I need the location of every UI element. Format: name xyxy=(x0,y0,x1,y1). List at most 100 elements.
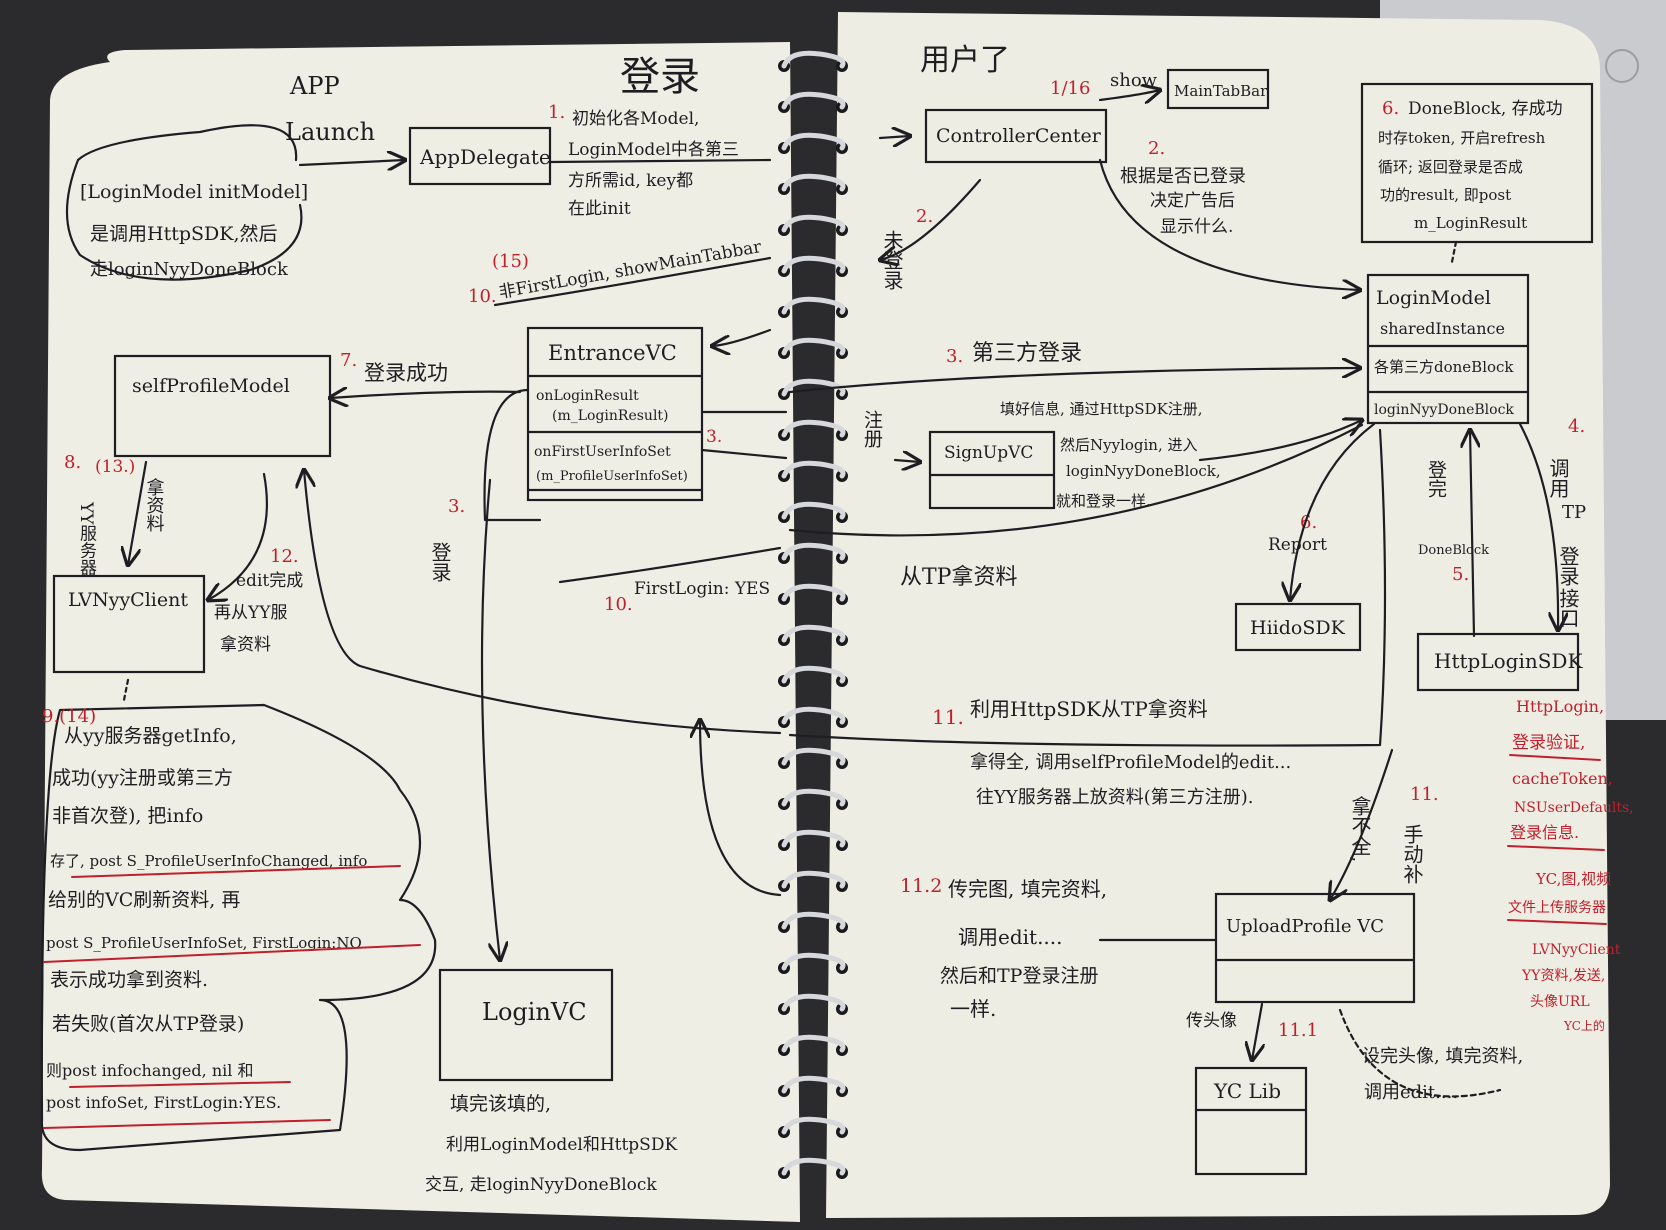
step-show-text: show xyxy=(1110,70,1158,91)
step11-text: 利用HttpSDK从TP拿资料 xyxy=(970,697,1208,721)
step7-num: 7. xyxy=(340,350,357,371)
step11-2-line-4: 一样. xyxy=(950,997,996,1021)
step12-num: 12. xyxy=(270,546,299,567)
step11-get-all-1: 拿得全, 调用selfProfileModel的edit... xyxy=(970,751,1291,773)
upload-image-side: 传头像 xyxy=(1186,1011,1237,1031)
yc-lib-box xyxy=(1194,1066,1308,1176)
spiral-ring xyxy=(781,50,846,69)
title-app: APP xyxy=(289,72,340,100)
red-note-10: 头像URL xyxy=(1530,994,1590,1010)
step9-line-3: 非首次登), 把info xyxy=(52,805,203,827)
label-launch: Launch xyxy=(285,118,375,146)
login-model-init-loop xyxy=(65,124,303,281)
spiral-ring xyxy=(781,624,846,643)
spiral-ring xyxy=(781,255,846,274)
step2-num: 2. xyxy=(1148,138,1165,159)
on-login-result-2: (m_LoginResult) xyxy=(552,408,669,424)
http-login-sdk-box xyxy=(1416,632,1580,692)
upload-profile-vc-label: UploadProfile VC xyxy=(1226,916,1384,937)
spiral-ring xyxy=(781,993,846,1012)
login-nyy-done-block-label: loginNyyDoneBlock xyxy=(1374,402,1514,418)
incomplete-side: 拿不全, xyxy=(1348,795,1372,863)
step11-2-num: 11.2 xyxy=(900,875,942,897)
spiral-ring xyxy=(781,460,846,479)
set-avatar-note-2: 调用edit.... xyxy=(1364,1082,1458,1103)
spiral-ring xyxy=(781,665,846,684)
spiral-ring xyxy=(781,1157,846,1176)
main-tab-bar-box xyxy=(1166,68,1270,110)
step4-line-2: TP xyxy=(1562,502,1586,523)
step11-get-all-2: 往YY服务器上放资料(第三方注册). xyxy=(976,787,1254,808)
red-note-2: 登录验证, xyxy=(1512,733,1585,753)
spiral-ring xyxy=(781,214,846,233)
spiral-ring xyxy=(781,173,846,192)
yc-lib-label: YC Lib xyxy=(1213,1079,1281,1103)
login-vc-note-2: 利用LoginModel和HttpSDK xyxy=(446,1135,677,1155)
step10-first-num: 10. xyxy=(604,594,633,615)
title-main: 用户了 xyxy=(920,43,1010,78)
spiral-ring xyxy=(781,337,846,356)
step6-done-line-2: 时存token, 开启refresh xyxy=(1378,129,1546,147)
done-block-label: DoneBlock xyxy=(1418,543,1489,558)
on-first-user-info-2: (m_ProfileUserInfoSet) xyxy=(536,469,688,484)
register-side: 注册 xyxy=(861,410,883,448)
spiral-ring xyxy=(781,542,846,561)
title-denglu: 登录 xyxy=(620,54,700,100)
spiral-binding xyxy=(778,50,848,1179)
step9-loop xyxy=(40,703,437,1152)
step1-line-1: 初始化各Model, xyxy=(572,109,699,129)
login-model-init-note-1: 是调用HttpSDK,然后 xyxy=(90,223,278,245)
step11-2-line-3: 然后和TP登录注册 xyxy=(940,965,1098,987)
step-show-red: 1/16 xyxy=(1050,78,1090,99)
step1-line-4: 在此init xyxy=(568,199,631,219)
step12-line-1: edit完成 xyxy=(236,571,303,591)
step4-line-4: 接口 xyxy=(1556,588,1580,628)
red-note-3: cacheToken, xyxy=(1512,769,1613,788)
step6-done-line-3: 循环; 返回登录是否成 xyxy=(1378,158,1523,176)
step5-num: 5. xyxy=(1452,564,1469,585)
hiido-sdk-label: HiidoSDK xyxy=(1250,617,1346,639)
step6-report-text: Report xyxy=(1268,535,1327,555)
red-note-5: 登录信息. xyxy=(1510,823,1579,842)
step6-done-line-5: m_LoginResult xyxy=(1414,214,1527,232)
upload-profile-vc-box xyxy=(1214,892,1416,1004)
left-page xyxy=(41,42,800,1222)
spiral-ring xyxy=(781,706,846,725)
step3-login-text: 登录 xyxy=(428,542,452,582)
step11-num: 11. xyxy=(932,705,964,729)
spiral-ring xyxy=(781,829,846,848)
done-block-note-box xyxy=(1360,82,1594,244)
spiral-ring xyxy=(781,747,846,766)
step9-line-7: 表示成功拿到资料. xyxy=(50,968,208,991)
step3-third-num: 3. xyxy=(946,346,963,367)
login-done-side: 登完 xyxy=(1425,460,1447,498)
login-model-init-note-2: 走loginNyyDoneBlock xyxy=(90,259,289,280)
step9-line-2: 成功(yy注册或第三方 xyxy=(52,767,233,789)
step1-num: 1. xyxy=(548,102,565,123)
step3-third-text: 第三方登录 xyxy=(972,341,1082,366)
signup-note-4: 就和登录一样. xyxy=(1056,492,1151,510)
entrance-vc-label: EntranceVC xyxy=(548,341,677,365)
app-delegate-box xyxy=(408,126,552,186)
signup-note-2: 然后Nyylogin, 进入 xyxy=(1060,436,1198,454)
step3-login-num: 3. xyxy=(448,496,465,517)
login-vc-note-1: 填完该填的, xyxy=(450,1093,551,1115)
step9-line-5: 给别的VC刷新资料, 再 xyxy=(48,889,240,911)
step9-line-4: 存了, post S_ProfileUserInfoChanged, info xyxy=(50,852,367,870)
red-note-11: YC上的 xyxy=(1563,1018,1605,1033)
step11-side-text: 手动补 xyxy=(1400,824,1424,884)
step7-text: 登录成功 xyxy=(364,361,448,385)
controller-center-label: ControllerCenter xyxy=(936,125,1102,147)
self-profile-model-box xyxy=(113,354,332,458)
red-note-7: 文件上传服务器 xyxy=(1508,900,1606,916)
step10-not-first-red: (15) xyxy=(492,251,529,272)
spiral-ring xyxy=(781,870,846,889)
on-login-result-1: onLoginResult xyxy=(536,388,639,404)
lvnyy-client-label: LVNyyClient xyxy=(68,589,188,611)
red-note-8: LVNyyClient xyxy=(1532,942,1621,958)
third-done-block-label: 各第三方doneBlock xyxy=(1374,358,1514,376)
red-note-4: NSUserDefaults, xyxy=(1514,800,1634,816)
red-note-1: HttpLogin, xyxy=(1516,697,1604,716)
step6-done-line-1: DoneBlock, 存成功 xyxy=(1408,99,1563,119)
